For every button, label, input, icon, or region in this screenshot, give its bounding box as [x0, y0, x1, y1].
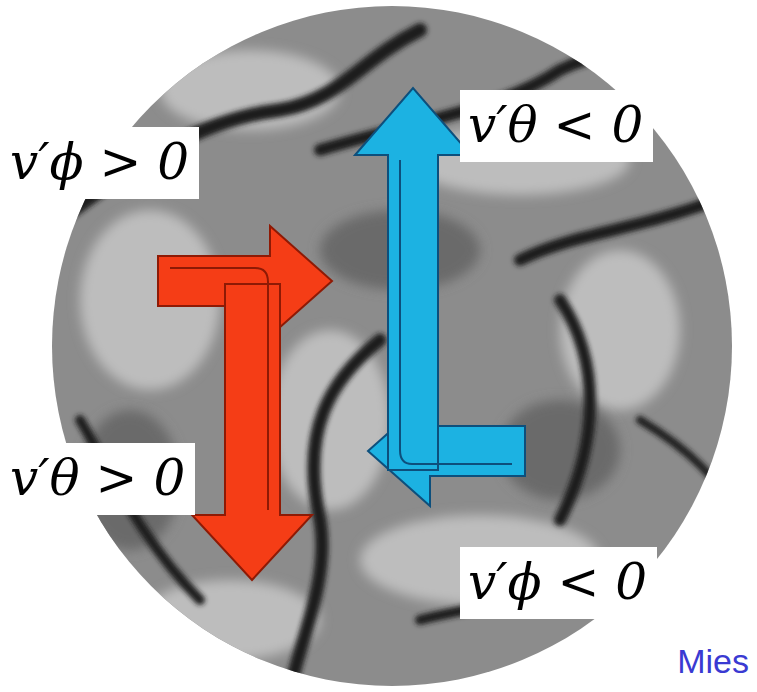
velocity-label: v′ϕ > 0	[2, 127, 199, 199]
red-arrow	[158, 226, 332, 580]
velocity-label: v′θ > 0	[2, 443, 195, 515]
credit-text: Mies	[677, 644, 749, 678]
velocity-label: v′ϕ < 0	[460, 547, 657, 619]
velocity-label: v′θ < 0	[460, 90, 653, 162]
